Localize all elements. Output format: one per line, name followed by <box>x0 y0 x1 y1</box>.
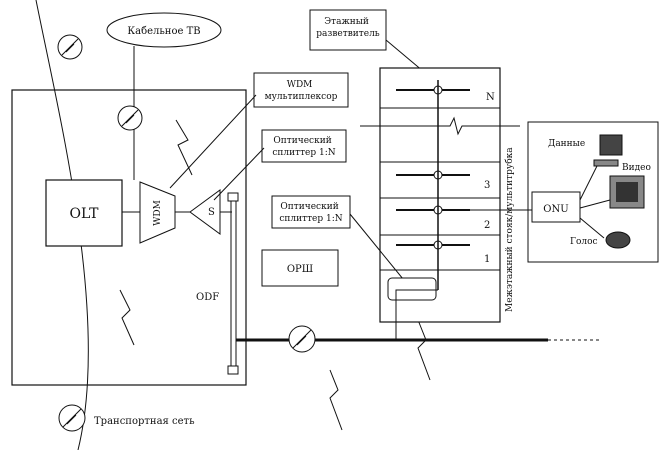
olt-label: OLT <box>70 206 100 222</box>
antenna-icon <box>58 404 86 432</box>
antenna-icon <box>288 325 316 353</box>
riser-label: Межэтажный стояк/мультитрубка <box>504 147 515 312</box>
transport-label: Транспортная сеть <box>94 416 195 427</box>
cable-tv-label: Кабельное ТВ <box>127 26 200 37</box>
odf-bar <box>230 194 237 374</box>
antenna-icon <box>57 34 83 60</box>
lightning-2 <box>119 289 135 346</box>
splitter-top-label: Оптический сплиттер 1:N <box>272 136 335 158</box>
voice-label: Голос <box>570 237 598 247</box>
lightning-4 <box>417 319 431 381</box>
lightning-1 <box>175 119 193 176</box>
building-break <box>360 116 520 136</box>
odf-top-cap <box>227 192 239 202</box>
splitter-s-label: S <box>208 207 215 218</box>
antenna-icon <box>117 105 143 131</box>
cabinet-fiber <box>395 289 438 340</box>
pc-icon <box>593 134 623 167</box>
splitter-s-block <box>189 189 221 235</box>
onu-video-link <box>579 199 611 209</box>
splitter-top-callout <box>213 147 265 201</box>
tv-icon <box>609 175 645 209</box>
wdm-mux-callout <box>169 94 257 189</box>
lightning-3 <box>329 369 343 431</box>
svg-text:N: N <box>486 92 495 103</box>
wdm-block <box>139 181 176 244</box>
central-office-box <box>11 89 247 386</box>
onu-voice-link <box>579 217 605 239</box>
building-splitter-cabinet <box>387 277 437 301</box>
olt-box <box>45 179 123 247</box>
floor-splitter-label: Этажный разветвитель <box>316 17 379 39</box>
odf-bottom-cap <box>227 365 239 375</box>
splitter-mid-callout <box>349 213 413 291</box>
orsh-label: ОРШ <box>287 264 313 275</box>
splitter-top-label-box <box>261 129 347 163</box>
svg-text:2: 2 <box>484 220 490 231</box>
onu-label: ONU <box>543 204 568 215</box>
floor-splitter-label-box <box>309 9 387 51</box>
onu-data-link <box>579 159 601 201</box>
onu-box <box>531 191 581 223</box>
svg-text:1: 1 <box>484 254 490 265</box>
phone-icon <box>605 231 631 249</box>
svg-text:3: 3 <box>484 180 490 191</box>
cable-tv-bubble <box>106 12 222 48</box>
wdm-mux-label-box <box>253 72 349 108</box>
wdm-mux-label: WDM мультиплексор <box>265 80 338 102</box>
odf-label: ODF <box>196 292 219 303</box>
orsh-box <box>261 249 339 287</box>
video-label: Видео <box>622 163 651 173</box>
splitter-mid-label-box <box>271 195 351 229</box>
data-label: Данные <box>548 139 585 149</box>
wdm-label: WDM <box>153 200 163 226</box>
splitter-mid-label: Оптический сплиттер 1:N <box>279 202 342 224</box>
